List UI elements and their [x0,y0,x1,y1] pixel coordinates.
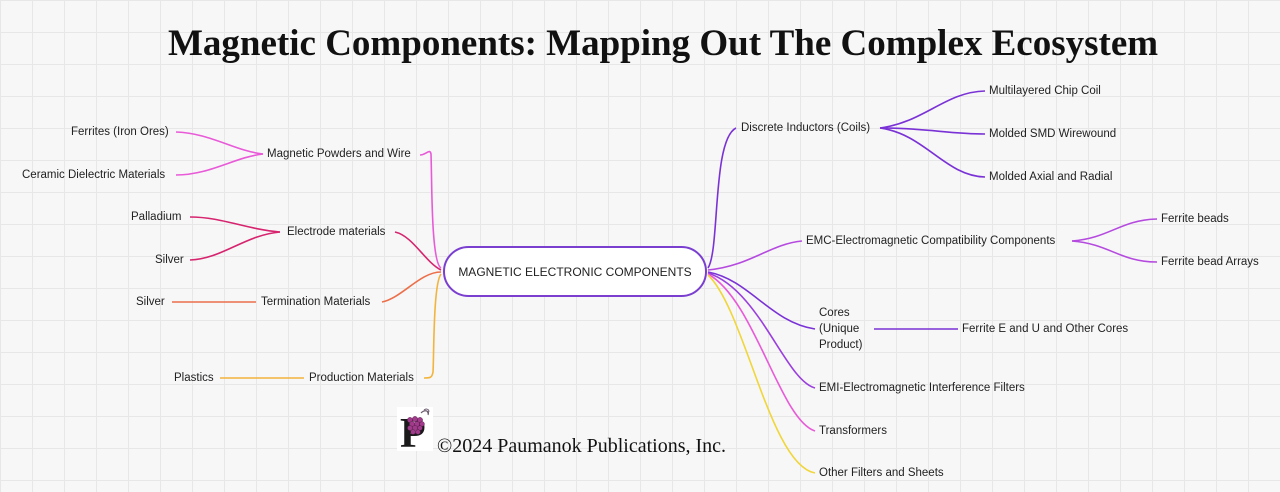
leaf-silver-termination[interactable]: Silver [136,296,165,308]
connector [381,271,442,303]
connector [707,274,816,474]
leaf-silver-electrode[interactable]: Silver [155,254,184,266]
leaf-ferrite-beads[interactable]: Ferrite beads [1161,213,1229,225]
leaf-molded-axial-radial[interactable]: Molded Axial and Radial [989,171,1113,183]
branch-production-materials[interactable]: Production Materials [309,372,414,384]
connector [879,127,986,135]
branch-termination-materials[interactable]: Termination Materials [261,296,371,308]
connector [707,271,816,330]
leaf-ferrites[interactable]: Ferrites (Iron Ores) [71,126,169,138]
connector [423,273,442,379]
leaf-plastics[interactable]: Plastics [174,372,214,384]
leaf-molded-smd-wirewound[interactable]: Molded SMD Wirewound [989,128,1117,140]
branch-magnetic-powders[interactable]: Magnetic Powders and Wire [267,148,411,160]
leaf-palladium[interactable]: Palladium [131,211,182,223]
branch-other-filters-sheets[interactable]: Other Filters and Sheets [819,467,944,479]
branch-electrode-materials[interactable]: Electrode materials [287,226,386,238]
branch-cores[interactable]: Cores (Unique Product) [819,307,863,351]
connector [879,90,986,129]
connector [707,240,803,271]
center-node-label: MAGNETIC ELECTRONIC COMPONENTS [458,264,692,279]
branch-discrete-inductors[interactable]: Discrete Inductors (Coils) [741,122,871,134]
connector [1071,218,1158,242]
leaf-ferrite-bead-arrays[interactable]: Ferrite bead Arrays [1161,256,1259,268]
connector [1071,240,1158,263]
page-title: Magnetic Components: Mapping Out The Com… [168,23,1159,64]
connector [707,272,816,389]
connector [879,127,986,178]
branch-transformers[interactable]: Transformers [819,425,887,437]
connector [189,216,281,233]
grape-p-logo-icon: P [397,407,433,451]
connector [175,131,264,155]
branch-emc[interactable]: EMC-Electromagnetic Compatibility Compon… [806,235,1056,247]
leaf-multilayered-chip-coil[interactable]: Multilayered Chip Coil [989,85,1101,97]
copyright-text: ©2024 Paumanok Publications, Inc. [437,435,727,457]
leaf-ceramic-dielectric[interactable]: Ceramic Dielectric Materials [22,169,166,181]
connector [394,231,442,271]
leaf-ferrite-e-u-cores[interactable]: Ferrite E and U and Other Cores [962,323,1129,335]
connector [707,127,737,269]
center-node[interactable]: MAGNETIC ELECTRONIC COMPONENTS [443,246,707,297]
connector [175,153,264,176]
connector [419,150,442,269]
connector [707,273,816,432]
branch-emi-filters[interactable]: EMI-Electromagnetic Interference Filters [819,382,1025,394]
connector [189,231,281,261]
